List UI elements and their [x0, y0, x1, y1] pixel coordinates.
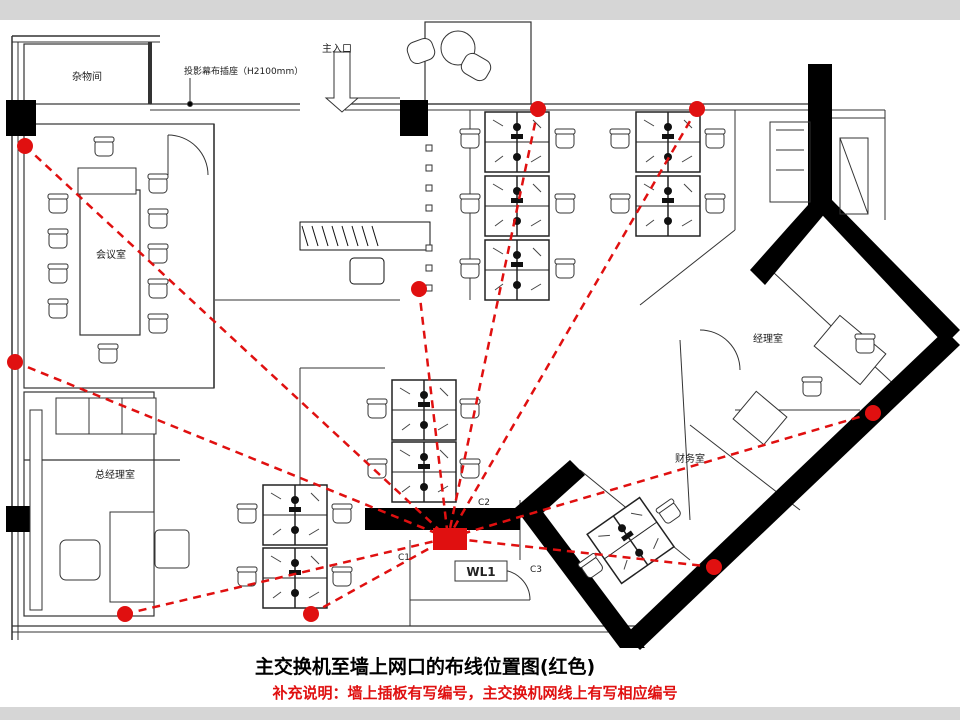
- exterior-table: [406, 30, 492, 82]
- outlet-finance: [706, 559, 722, 575]
- outlet-open-top-b: [689, 101, 705, 117]
- wall-outlets: [7, 101, 881, 622]
- workstations-center: [366, 379, 481, 503]
- outlet-open-center: [411, 281, 427, 297]
- diagram-note: 补充说明：墙上插板有写编号，主交换机网线上有写相应编号: [272, 684, 678, 702]
- room-label-finance: 财务室: [675, 452, 705, 465]
- workstations-top-right: [609, 111, 726, 237]
- cable-meeting-top: [24, 145, 449, 539]
- meeting-table: [47, 136, 169, 364]
- cable-open-top-b: [446, 108, 699, 539]
- cable-meeting-left: [14, 360, 449, 540]
- outlet-meeting-left: [7, 354, 23, 370]
- entrance-arrow: [324, 51, 360, 113]
- room-label-manager: 经理室: [753, 332, 783, 345]
- switch-code-c2: C2: [478, 498, 490, 508]
- room-label-storage: 杂物间: [72, 70, 102, 83]
- outlet-meeting-top: [17, 138, 33, 154]
- outlet-desk-bottom: [303, 606, 319, 622]
- cable-runs: [14, 108, 874, 616]
- room-label-meeting: 会议室: [96, 248, 126, 261]
- main-switch: [433, 528, 467, 550]
- switch-code-c3: C3: [530, 565, 542, 575]
- projector-socket-label: 投影幕布插座（H2100mm）: [184, 65, 303, 77]
- switch-code-c1: C1: [398, 553, 410, 563]
- cable-open-top-a: [446, 108, 540, 539]
- sofa: [55, 397, 157, 435]
- switch-label: WL1: [466, 565, 495, 579]
- cable-desk-bottom: [310, 536, 449, 616]
- bottom-band: [0, 707, 960, 720]
- gm-desk: [29, 409, 190, 611]
- floor-plan: WL1 C1 C2 C3 杂物间 会议室 总经理室 经理室 财务室 主入口 投影…: [6, 21, 960, 650]
- room-label-gm-office: 总经理室: [95, 468, 135, 481]
- outlet-manager: [865, 405, 881, 421]
- walls: [11, 21, 901, 640]
- outlet-gm-bottom: [117, 606, 133, 622]
- manager-desk: [732, 314, 887, 446]
- workstations-bottom-left: [236, 484, 353, 609]
- entrance-label: 主入口: [322, 43, 352, 55]
- outlet-open-top-a: [530, 101, 546, 117]
- top-band: [0, 0, 960, 20]
- diagram-title: 主交换机至墙上网口的布线位置图(红色): [254, 656, 596, 678]
- projector-socket-marker: [187, 78, 193, 107]
- cable-finance: [447, 536, 715, 569]
- switch-label-box: [454, 560, 508, 582]
- reception-counter: [299, 221, 431, 285]
- right-window-units: [769, 121, 869, 215]
- cable-manager: [447, 411, 874, 540]
- partition-posts: [425, 144, 433, 292]
